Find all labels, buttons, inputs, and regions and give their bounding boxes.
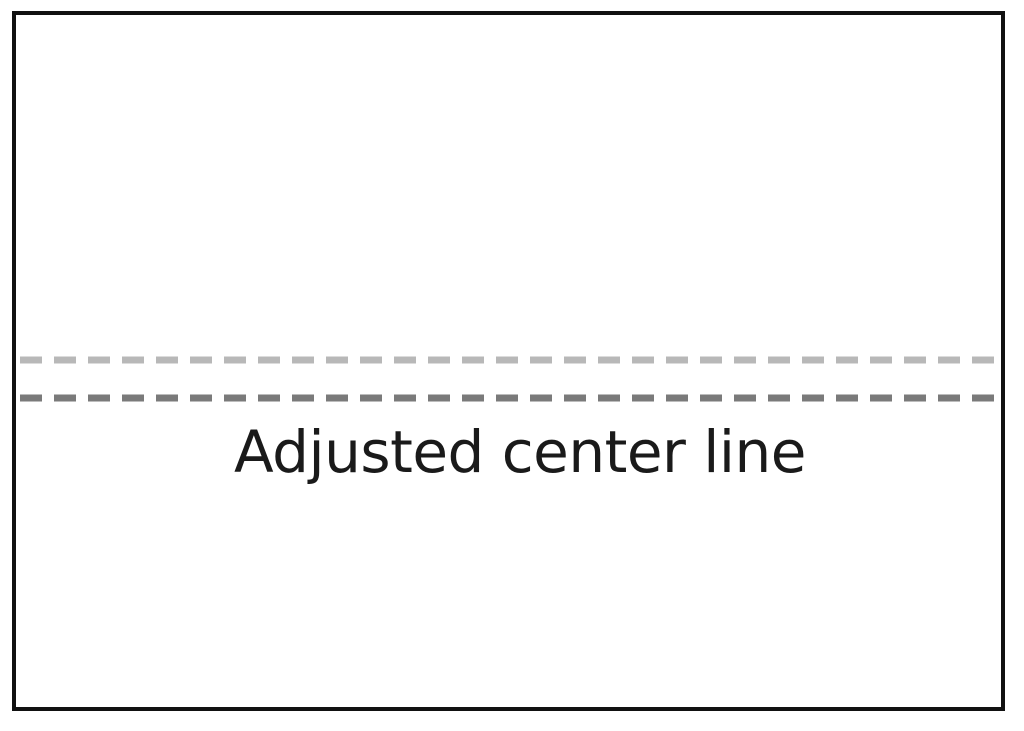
- adjusted-center-line-label: Adjusted center line: [234, 418, 806, 486]
